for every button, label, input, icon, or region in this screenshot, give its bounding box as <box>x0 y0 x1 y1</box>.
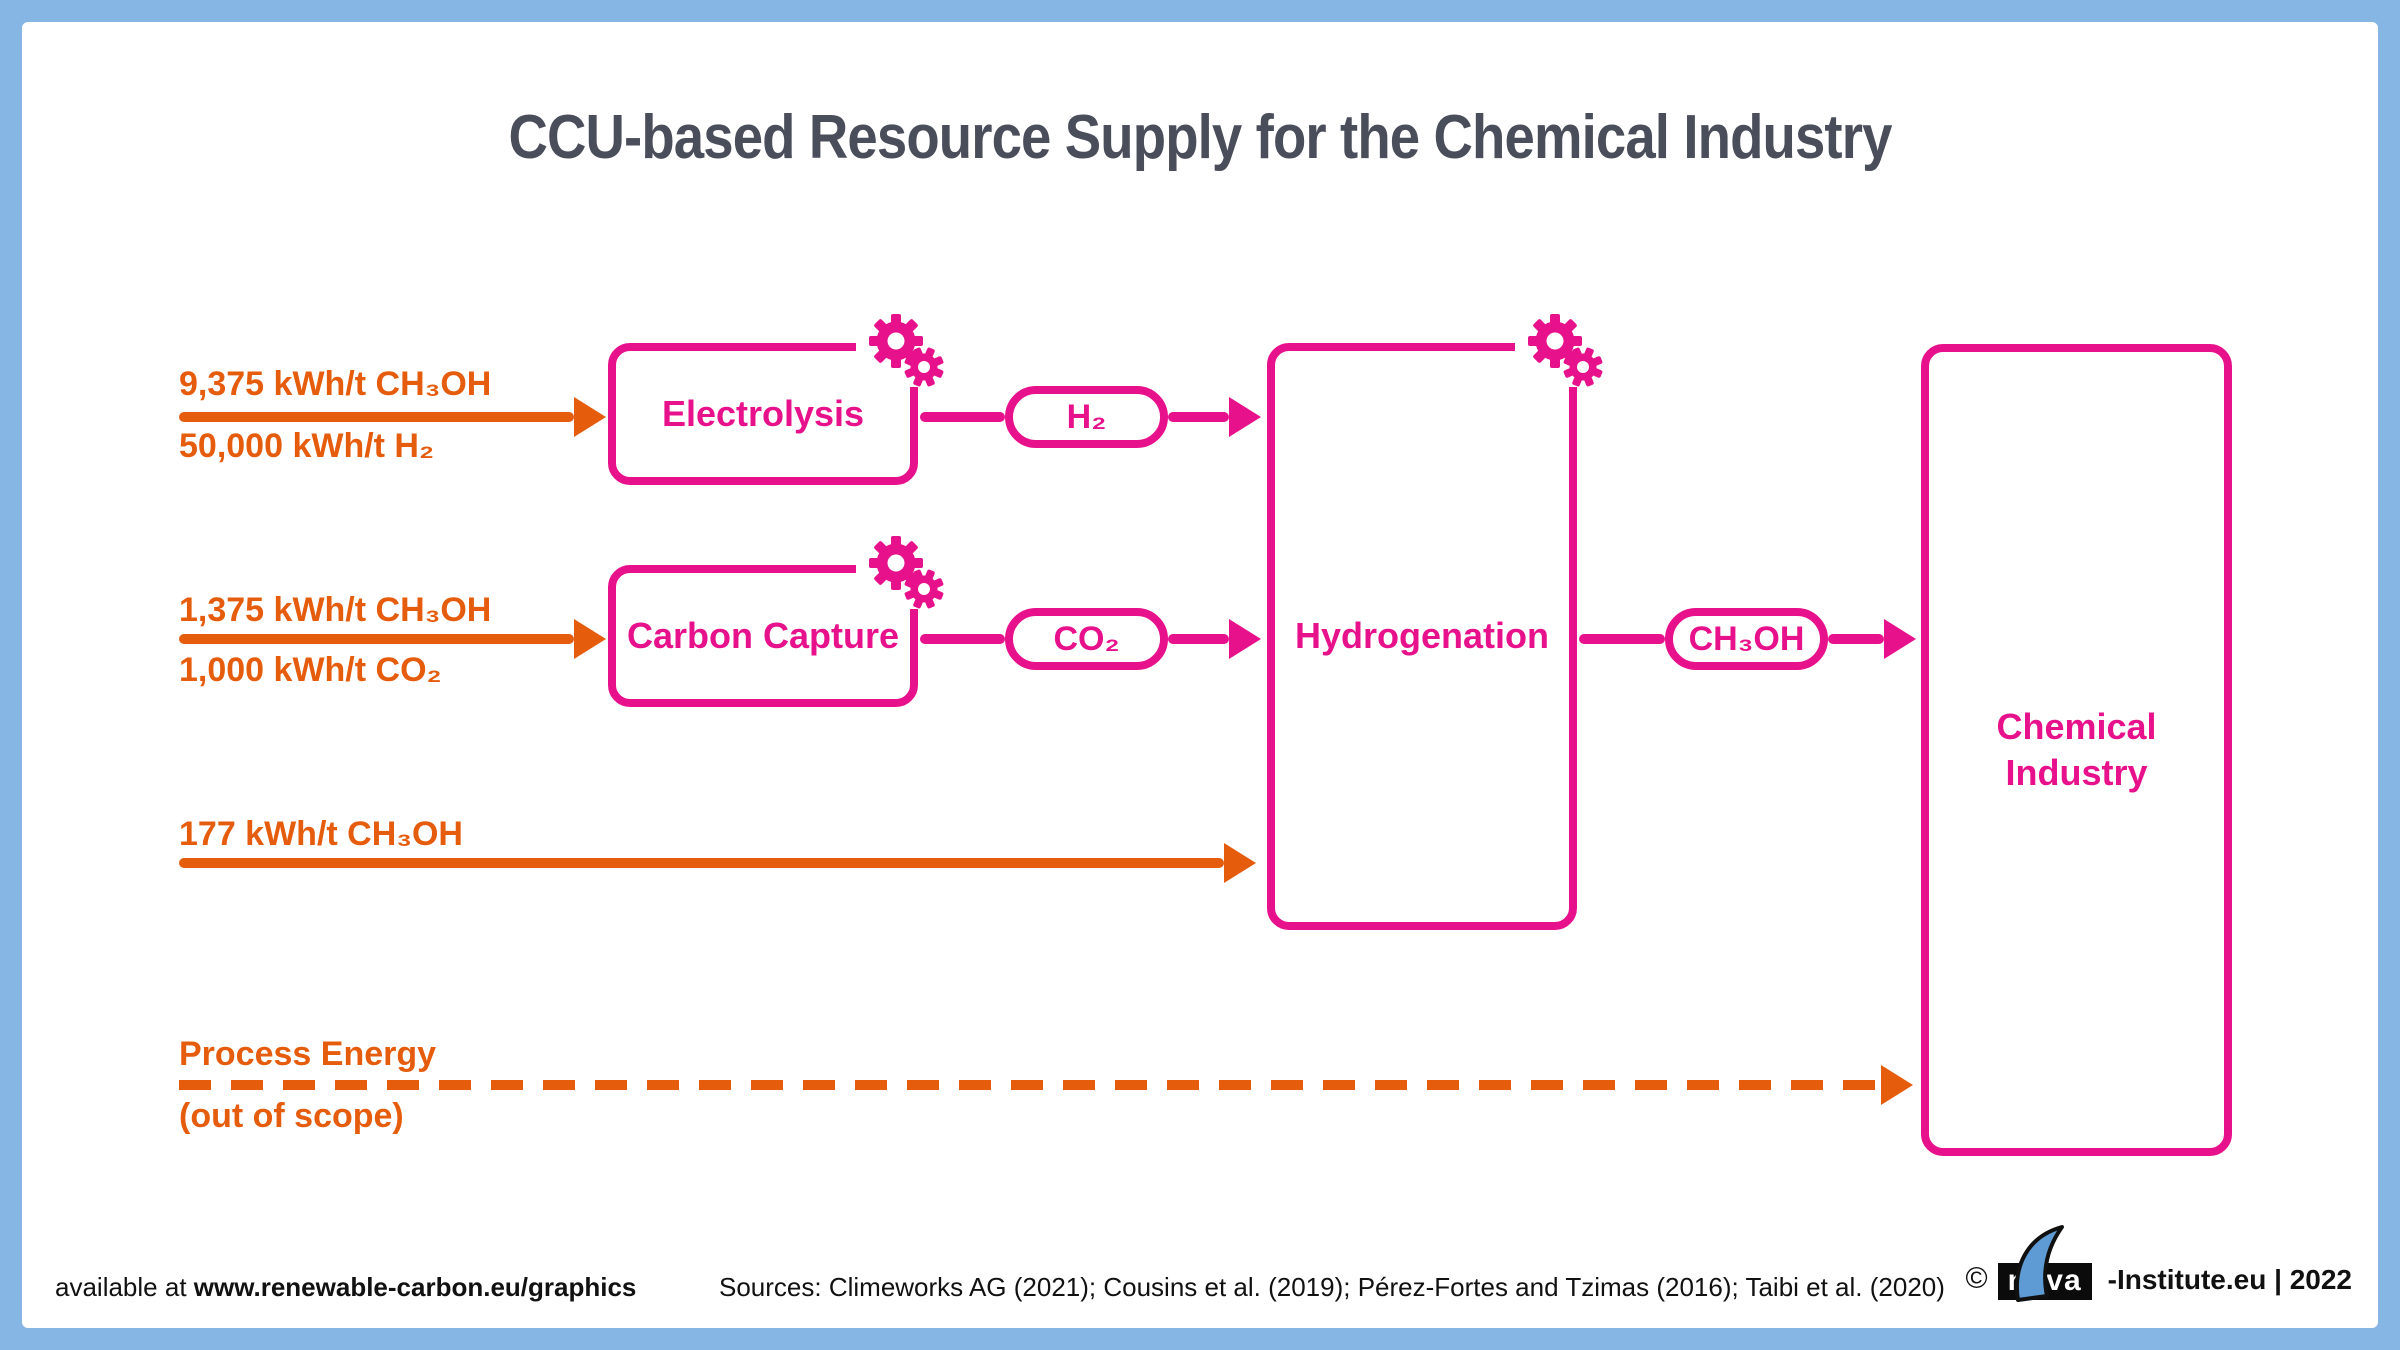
label-hydrogenation-direct-input: 177 kWh/t CH₃OH <box>179 815 463 853</box>
label-carbon-capture-input-top: 1,375 kWh/t CH₃OH <box>179 591 492 629</box>
copyright-symbol: © <box>1965 1262 1988 1295</box>
label-process-energy-bottom: (out of scope) <box>179 1097 404 1135</box>
arrow-co2-to-hydrogenation <box>1168 619 1261 659</box>
arrow-electrolysis-to-h2 <box>920 412 1005 422</box>
credit-text: -Institute.eu | 2022 <box>2107 1264 2352 1295</box>
arrow-input-electrolysis <box>179 397 606 437</box>
nova-swoosh-icon <box>2014 1225 2064 1302</box>
gears-icon <box>856 309 948 387</box>
label-electrolysis-input-bottom: 50,000 kWh/t H₂ <box>179 427 435 465</box>
credit-block: © nova -Institute.eu | 2022 <box>1966 1222 2352 1302</box>
arrow-h2-to-hydrogenation <box>1168 397 1261 437</box>
availability-note: available at www.renewable-carbon.eu/gra… <box>55 1272 636 1303</box>
page-title: CCU-based Resource Supply for the Chemic… <box>508 103 1892 172</box>
arrow-ch3oh-to-chemical-industry <box>1828 619 1916 659</box>
arrow-process-energy <box>179 1065 1913 1105</box>
label-process-energy-top: Process Energy <box>179 1035 437 1073</box>
nova-institute-logo: nova <box>1997 1224 2106 1302</box>
label-electrolysis-input-top: 9,375 kWh/t CH₃OH <box>179 365 492 403</box>
availability-prefix: available at <box>55 1272 187 1302</box>
arrow-input-carbon-capture <box>179 619 606 659</box>
node-chemical-industry: Chemical Industry <box>1921 344 2232 1156</box>
pill-ch3oh: CH₃OH <box>1665 608 1828 670</box>
gears-icon <box>856 531 948 609</box>
arrow-carbon-capture-to-co2 <box>920 634 1005 644</box>
pill-co2: CO₂ <box>1005 608 1168 670</box>
node-hydrogenation: Hydrogenation <box>1267 343 1577 930</box>
sources-note: Sources: Climeworks AG (2021); Cousins e… <box>719 1272 1945 1302</box>
gears-icon <box>1515 309 1607 387</box>
pill-h2: H₂ <box>1005 386 1168 448</box>
arrow-hydrogenation-to-ch3oh <box>1579 634 1665 644</box>
availability-url: www.renewable-carbon.eu/graphics <box>193 1272 637 1302</box>
arrow-input-hydrogenation <box>179 843 1256 883</box>
label-carbon-capture-input-bottom: 1,000 kWh/t CO₂ <box>179 651 442 689</box>
